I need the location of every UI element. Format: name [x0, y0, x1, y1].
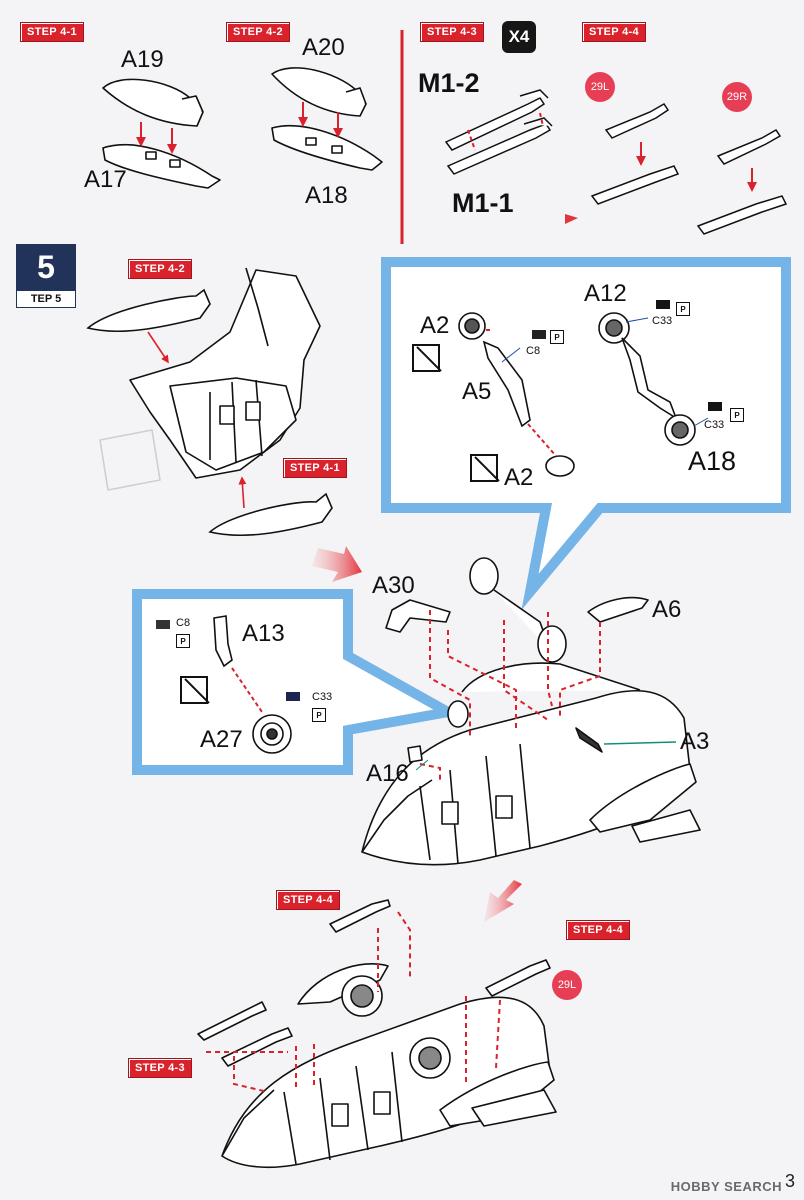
decal-29r: 29R — [722, 82, 752, 112]
step5-badge: 5 TEP 5 — [16, 244, 76, 308]
paint-code-c33-bottom: C33 — [704, 419, 725, 431]
part-label-m1-1: M1-1 — [452, 188, 514, 218]
quantity-badge: X4 — [502, 21, 536, 53]
flow-arrow-a — [312, 546, 362, 582]
gear-label-a18: A18 — [688, 446, 737, 476]
main-fuselage — [361, 557, 701, 866]
color-swatch-c8 — [532, 330, 546, 339]
part-label-m1-2: M1-2 — [418, 68, 480, 98]
step44-tag: STEP 4-4 — [582, 22, 646, 42]
paint-code-c33-top: C33 — [652, 315, 673, 327]
part-label-a19: A19 — [121, 46, 164, 73]
placement-lines — [419, 610, 601, 780]
color-swatch-c33 — [656, 300, 670, 309]
step41-tag: STEP 4-1 — [20, 22, 84, 42]
color-swatch-c33 — [708, 402, 722, 411]
color-swatch-c33-navy — [286, 692, 300, 701]
step43-tag: STEP 4-3 — [420, 22, 484, 42]
gear-label-a12: A12 — [584, 280, 627, 307]
step44-missiles — [590, 103, 788, 235]
part-label-a30: A30 — [372, 572, 415, 599]
paint-code-c8-gear: C8 — [526, 345, 541, 357]
final-step44-left: STEP 4-4 — [276, 890, 340, 910]
paint-mark-icon: P — [176, 634, 190, 648]
step42-tag: STEP 4-2 — [226, 22, 290, 42]
gear-parts — [458, 312, 696, 477]
part-label-a17: A17 — [84, 166, 127, 193]
paint-mark-icon: P — [312, 708, 326, 722]
paint-mark-icon: P — [730, 408, 744, 422]
drop-tank-a — [86, 288, 333, 537]
gear-label-a5: A5 — [462, 378, 492, 405]
final-step43: STEP 4-3 — [128, 1058, 192, 1078]
part-label-a18-top: A18 — [305, 182, 348, 209]
final-placement-lines — [206, 911, 501, 1093]
nose-label-a27: A27 — [200, 726, 243, 753]
page-number: 3 — [784, 1171, 795, 1191]
decal-29l-final: 29L — [552, 970, 582, 1000]
decal-29l: 29L — [585, 72, 615, 102]
part-label-a16: A16 — [366, 760, 409, 787]
step5-callout-42: STEP 4-2 — [128, 259, 192, 279]
step5-number: 5 — [16, 244, 76, 290]
step5-label: TEP 5 — [16, 290, 76, 308]
part-label-a20: A20 — [302, 34, 345, 61]
step43-missiles — [444, 89, 553, 175]
paint-code-c8-nose: C8 — [176, 617, 191, 629]
no-paint-icon — [180, 676, 208, 704]
upper-fuselage — [99, 267, 321, 491]
final-step44-right: STEP 4-4 — [566, 920, 630, 940]
flow-arrow-c — [484, 880, 522, 922]
paint-mark-icon: P — [676, 302, 690, 316]
no-paint-icon — [470, 454, 498, 482]
step42-parts — [271, 67, 383, 171]
final-assembly — [197, 899, 557, 1169]
color-swatch-c8 — [156, 620, 170, 629]
step41-parts — [102, 78, 221, 189]
gear-label-a2-bottom: A2 — [504, 464, 534, 491]
paint-mark-icon: P — [550, 330, 564, 344]
gear-label-a2-top: A2 — [420, 312, 450, 339]
nose-label-a13: A13 — [242, 620, 285, 647]
part-label-a6: A6 — [652, 596, 682, 623]
nose-gear-parts — [213, 615, 292, 754]
step5-callout-41: STEP 4-1 — [283, 458, 347, 478]
part-label-a3: A3 — [680, 728, 710, 755]
watermark: HOBBY SEARCH — [670, 1179, 782, 1194]
paint-code-c33-nose: C33 — [312, 691, 333, 703]
no-paint-icon — [412, 344, 440, 372]
